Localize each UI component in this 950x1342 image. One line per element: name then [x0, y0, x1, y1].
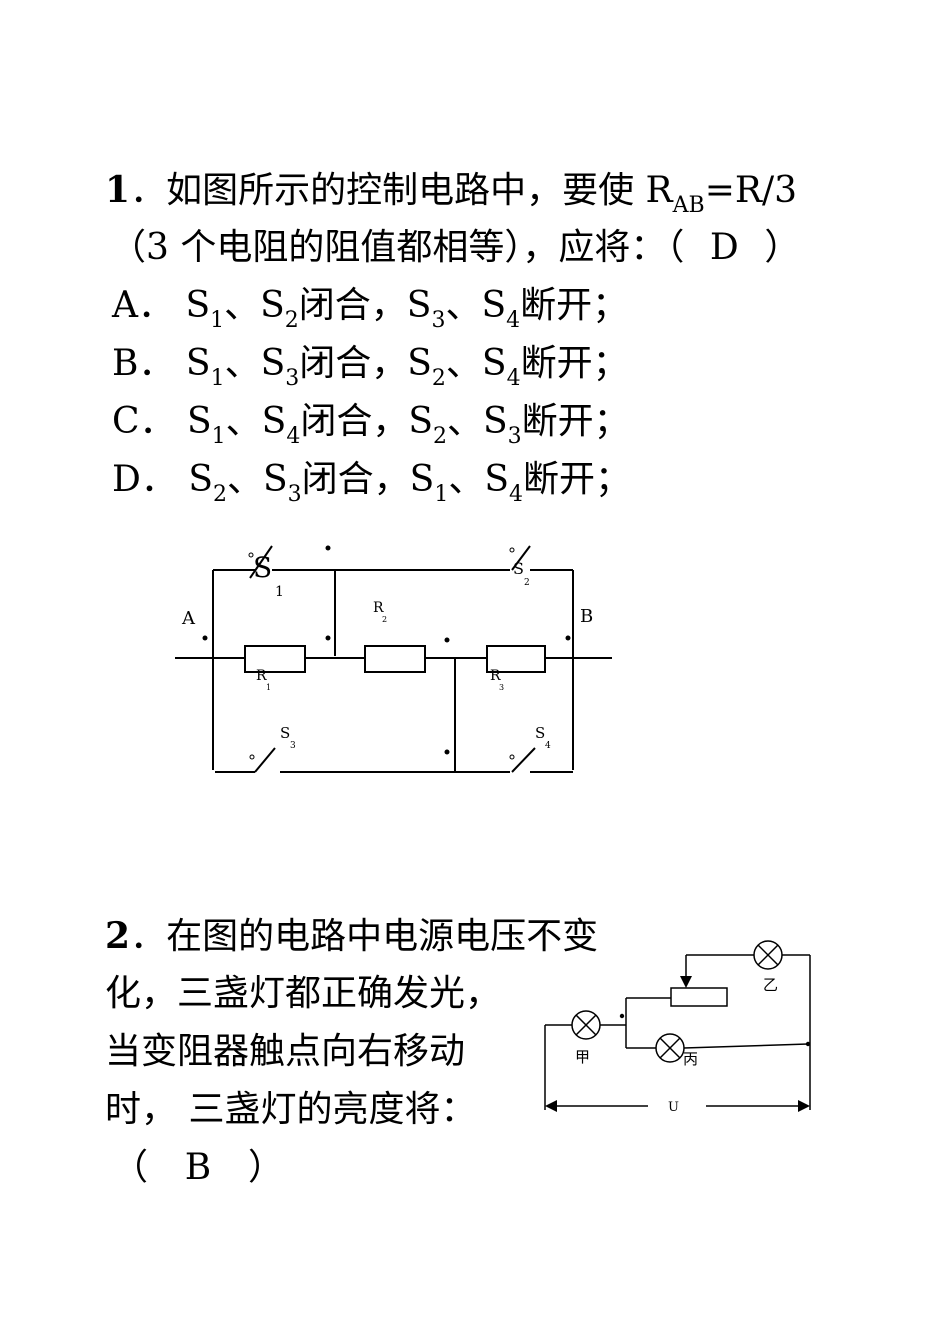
- option-sub-d: 3: [507, 424, 522, 449]
- r3-label: R: [490, 668, 501, 684]
- option-letter: A: [112, 285, 138, 326]
- q1-stem-line2-text: （3 个电阻的阻值都相等），应将：（: [110, 227, 685, 268]
- option-sub-a: 1: [211, 424, 226, 449]
- option-sub-d: 4: [509, 482, 523, 507]
- q2-open-paren: （: [112, 1147, 149, 1188]
- option-sub-b: 3: [285, 366, 300, 391]
- lamp-jia: [571, 1010, 601, 1040]
- q1-stem-ratio: =R/3: [704, 170, 797, 211]
- resistor-r1: [244, 645, 306, 673]
- option-letter: D: [112, 459, 141, 500]
- option-sub-c: 2: [431, 366, 446, 391]
- option-sub-b: 2: [284, 308, 299, 333]
- q1-number: 1: [105, 169, 131, 211]
- q1-option-b: B． S1、S3闭合，S2、S4断开；: [112, 343, 629, 391]
- option-sub-a: 2: [212, 482, 227, 507]
- option-sub-d: 4: [506, 366, 521, 391]
- node-b-label: B: [580, 606, 593, 627]
- voltage-arrow-right-head: [798, 1100, 810, 1112]
- q1-stem-sub: AB: [672, 193, 705, 218]
- option-sub-b: 3: [287, 482, 302, 507]
- lamp-yi-label: 乙: [763, 976, 778, 994]
- r2-sub: 2: [382, 615, 387, 624]
- option-sub-b: 4: [286, 424, 301, 449]
- option-sub-c: 2: [433, 424, 447, 449]
- option-letter: B: [112, 343, 139, 384]
- option-sub-c: 3: [431, 308, 446, 333]
- q2-line3: 当变阻器触点向右移动: [105, 1031, 466, 1072]
- option-sub-a: 1: [210, 366, 225, 391]
- s2-label: S: [513, 559, 524, 578]
- lamp-bing: [655, 1033, 685, 1063]
- q2-lamps: [571, 940, 783, 1063]
- s1-sub: 1: [275, 584, 284, 600]
- s3-sub: 3: [290, 741, 296, 751]
- option-open-text: 断开；: [523, 459, 632, 500]
- q1-stem-line1: 1．如图所示的控制电路中，要使 RAB=R/3: [105, 169, 797, 217]
- s3-label: S: [280, 724, 290, 742]
- option-closed-text: 闭合，S: [299, 343, 432, 384]
- r1-label: R: [256, 668, 267, 684]
- q2-answer-line: （ B ）: [112, 1150, 284, 1186]
- option-closed-text: 闭合，S: [298, 285, 432, 326]
- q1-stem-text: ．如图所示的控制电路中，要使 R: [130, 170, 673, 211]
- q2-number: 2: [105, 915, 131, 957]
- q2-line1: 2．在图的电路中电源电压不变: [105, 918, 598, 955]
- option-sub-c: 1: [434, 482, 449, 507]
- q2-circuit-wires: [544, 954, 811, 1110]
- q1-node-dots: [202, 545, 571, 755]
- lamp-yi: [753, 940, 783, 970]
- q1-stem-line2: （3 个电阻的阻值都相等），应将：（ D ）: [110, 230, 800, 266]
- q1-option-c: C． S1、S4闭合，S2、S3断开；: [112, 401, 630, 449]
- option-sub-d: 4: [506, 308, 521, 333]
- lamp-bing-label: 丙: [683, 1050, 698, 1068]
- option-open-text: 断开；: [520, 285, 629, 326]
- r1-sub: 1: [266, 683, 271, 692]
- rheostat-slider-arrow: [680, 976, 692, 988]
- r2-label: R: [373, 600, 384, 616]
- rheostat: [670, 987, 728, 1007]
- option-open-text: 断开；: [521, 401, 630, 442]
- voltage-arrow-left-head: [545, 1100, 557, 1112]
- q2-line1-text: ．在图的电路中电源电压不变: [130, 916, 599, 957]
- lamp-jia-label: 甲: [575, 1048, 590, 1066]
- q2-close-paren: ）: [248, 1147, 285, 1188]
- option-letter: C: [112, 401, 140, 442]
- option-closed-text: 闭合，S: [300, 401, 433, 442]
- s1-label: S: [253, 551, 272, 584]
- s4-sub: 4: [545, 741, 551, 751]
- q1-option-a: A． S1、S2闭合，S3、S4断开；: [112, 285, 629, 333]
- s2-sub: 2: [524, 578, 530, 588]
- q1-switch-contacts: [248, 547, 515, 760]
- option-open-text: 断开；: [520, 343, 629, 384]
- option-sub-a: 1: [210, 308, 225, 333]
- q2-answer: B: [184, 1147, 212, 1188]
- q1-close-paren: ）: [764, 227, 801, 268]
- q1-option-d: D． S2、S3闭合，S1、S4断开；: [112, 459, 632, 507]
- q2-node-dots: [619, 1013, 811, 1047]
- q2-line4: 时， 三盏灯的亮度将：: [105, 1089, 477, 1130]
- q2-line2: 化，三盏灯都正确发光，: [105, 973, 502, 1014]
- q1-resistors: [244, 645, 546, 673]
- s4-label: S: [535, 724, 545, 742]
- r3-sub: 3: [499, 683, 504, 692]
- voltage-label: U: [668, 1100, 679, 1115]
- q1-circuit-wires: [175, 545, 612, 773]
- resistor-r2: [364, 645, 426, 673]
- q1-answer: D: [709, 227, 739, 268]
- node-a-label: A: [181, 608, 196, 629]
- option-closed-text: 闭合，S: [301, 459, 435, 500]
- resistor-r3: [486, 645, 546, 673]
